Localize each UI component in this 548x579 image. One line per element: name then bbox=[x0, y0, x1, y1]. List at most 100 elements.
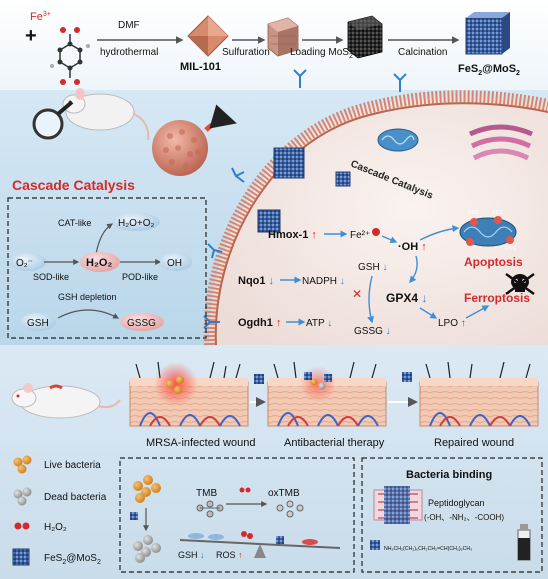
tmb-molecule-icon bbox=[196, 500, 224, 518]
mof-sphere-icon bbox=[152, 104, 237, 176]
gsh-gssg-arrow bbox=[367, 275, 374, 324]
hmox-label: Hmox-1 ↑ bbox=[268, 229, 317, 241]
h2o-o2-label: H₂O+O₂ bbox=[118, 218, 155, 229]
gpx4-label: GPX4 ↓ bbox=[386, 291, 427, 305]
step2-label: Sulfuration bbox=[222, 47, 270, 58]
receptor-icon bbox=[207, 243, 223, 259]
pod-like-label: POD-like bbox=[122, 272, 158, 282]
ogdh1-label: Ogdh1 ↑ bbox=[238, 317, 281, 329]
mil101-octahedron-icon bbox=[187, 15, 229, 57]
cube-icon bbox=[370, 540, 380, 550]
live-bacteria-icon bbox=[13, 455, 32, 474]
cube-icon bbox=[130, 512, 138, 520]
hydroxyl-label: OH bbox=[167, 258, 182, 269]
oxtmb-label: oxTMB bbox=[268, 488, 300, 499]
binding-content: Bacteria binding Peptidoglycan (-OH、-NH₂… bbox=[370, 469, 531, 561]
plus-sign: + bbox=[25, 25, 37, 47]
gsh-arrow bbox=[57, 309, 120, 319]
fe-label: Fe3+ bbox=[30, 11, 51, 23]
cascade-network: H₂O+O₂ CAT-like O₂⁻ SOD-like H₂O₂ POD-li… bbox=[10, 213, 192, 331]
h2o-o2-node bbox=[112, 213, 160, 231]
sod-like-label: SOD-like bbox=[33, 272, 69, 282]
dead-bacteria-icon bbox=[13, 487, 32, 506]
oxtmb-molecule-icon bbox=[276, 500, 304, 518]
synthesis-row: Fe3+ + DMF hydrothermal MIL-101 Sulfurat… bbox=[25, 11, 520, 85]
receptor-icon bbox=[393, 73, 407, 92]
fe2-particle-icon bbox=[372, 228, 380, 236]
superoxide-node bbox=[10, 253, 46, 271]
tmb-label: TMB bbox=[196, 488, 217, 499]
skin-block-1 bbox=[129, 361, 249, 427]
legend-live-label: Live bacteria bbox=[44, 460, 101, 471]
cat-like-label: CAT-like bbox=[58, 218, 91, 228]
wound-stage-3-label: Repaired wound bbox=[434, 437, 514, 449]
cell-membrane bbox=[203, 90, 548, 346]
skin-block-2 bbox=[267, 361, 387, 427]
skin-block-3 bbox=[419, 361, 539, 427]
material-cube-icon bbox=[12, 548, 30, 566]
terephthalic-acid-molecule-icon bbox=[50, 27, 90, 85]
wound-stage-2-label: Antibacterial therapy bbox=[284, 437, 385, 449]
chain-formula: NH₂CH₂(CH₂)₆CH₂CH₂=CH(CH₂)₆CH₃ bbox=[384, 546, 472, 552]
functional-groups-label: (-OH、-NH₂、-COOH) bbox=[424, 513, 504, 522]
step1-top-label: DMF bbox=[118, 20, 140, 31]
fe2-arrow bbox=[381, 235, 398, 244]
gsh-cell-label: GSH ↓ bbox=[358, 262, 387, 273]
step3-label: Loading MoS2 bbox=[290, 47, 353, 60]
h2o2-label: H₂O₂ bbox=[86, 257, 112, 269]
h2o2-node bbox=[80, 252, 120, 272]
membrane-receptors bbox=[203, 69, 407, 329]
cascade-title: Cascade Catalysis bbox=[12, 177, 135, 193]
gpx-lpo-arrow bbox=[419, 307, 438, 319]
dead-cluster-icon bbox=[133, 535, 161, 563]
step1-bottom-label: hydrothermal bbox=[100, 47, 158, 58]
cell-wall-icon bbox=[373, 486, 423, 524]
ros-tag: ROS bbox=[492, 210, 504, 216]
fe2-label: Fe²⁺ bbox=[350, 230, 370, 241]
apoptosis-label: Apoptosis bbox=[464, 255, 523, 269]
legend-h2o2-label: H₂O₂ bbox=[44, 522, 67, 533]
cell-membrane-inner bbox=[214, 102, 548, 346]
bacteria-cluster-icon bbox=[133, 475, 161, 503]
product-label: FeS2@MoS2 bbox=[458, 63, 520, 77]
peptidoglycan-label: Peptidoglycan bbox=[428, 498, 485, 508]
cube-icon bbox=[254, 374, 264, 384]
mechanism-gsh-label: GSH ↓ bbox=[178, 550, 205, 560]
superoxide-label: O₂⁻ bbox=[16, 258, 33, 269]
sulfurated-cube-icon bbox=[267, 17, 299, 57]
mos2-loaded-cube-icon bbox=[347, 15, 383, 59]
step4-label: Calcination bbox=[398, 47, 447, 58]
legend: Live bacteria Dead bacteria H₂O₂ FeS2@Mo… bbox=[12, 455, 107, 566]
wound-row: MRSA-infected wound Antibacterial therap… bbox=[11, 361, 539, 449]
gsh-label: GSH bbox=[27, 318, 49, 329]
receptor-icon bbox=[203, 315, 220, 329]
radical-label: ·OH ↑ bbox=[398, 241, 427, 253]
radical-gpx-arrow bbox=[409, 255, 418, 284]
binding-box bbox=[361, 457, 543, 573]
mechanism-box bbox=[119, 457, 355, 573]
legend-material-label: FeS2@MoS2 bbox=[44, 553, 101, 566]
mitochondria-icon bbox=[377, 128, 419, 152]
inhibit-cross: ✕ bbox=[352, 287, 362, 301]
cat-arrow bbox=[95, 223, 113, 255]
cell-pathway: Hmox-1 ↑ Fe²⁺ ·OH ↑ ROS ROS ROS Apoptosi… bbox=[238, 210, 535, 337]
mouse-magnifier-icon bbox=[32, 88, 150, 141]
gssg-label: GSSG bbox=[127, 318, 156, 329]
ros-tag: ROS bbox=[468, 210, 480, 216]
atp-label: ATP ↓ bbox=[306, 318, 332, 329]
damaged-mitochondria-icon bbox=[459, 216, 517, 247]
golgi-icon bbox=[468, 124, 534, 161]
wound-stage-1-label: MRSA-infected wound bbox=[146, 437, 255, 449]
rat-icon bbox=[11, 383, 121, 419]
balance-seesaw-icon bbox=[179, 531, 341, 558]
skull-icon bbox=[505, 272, 535, 296]
vial-icon bbox=[517, 524, 531, 561]
cube-in-cell-icon bbox=[257, 147, 351, 233]
radical-apoptosis-arrow bbox=[419, 225, 460, 241]
lpo-label: LPO ↑ bbox=[438, 318, 466, 329]
nqo1-label: Nqo1 ↓ bbox=[238, 275, 274, 287]
mechanism-ros-label: ROS ↑ bbox=[216, 550, 243, 560]
legend-dead-label: Dead bacteria bbox=[44, 492, 107, 503]
product-cube-icon bbox=[465, 12, 510, 55]
